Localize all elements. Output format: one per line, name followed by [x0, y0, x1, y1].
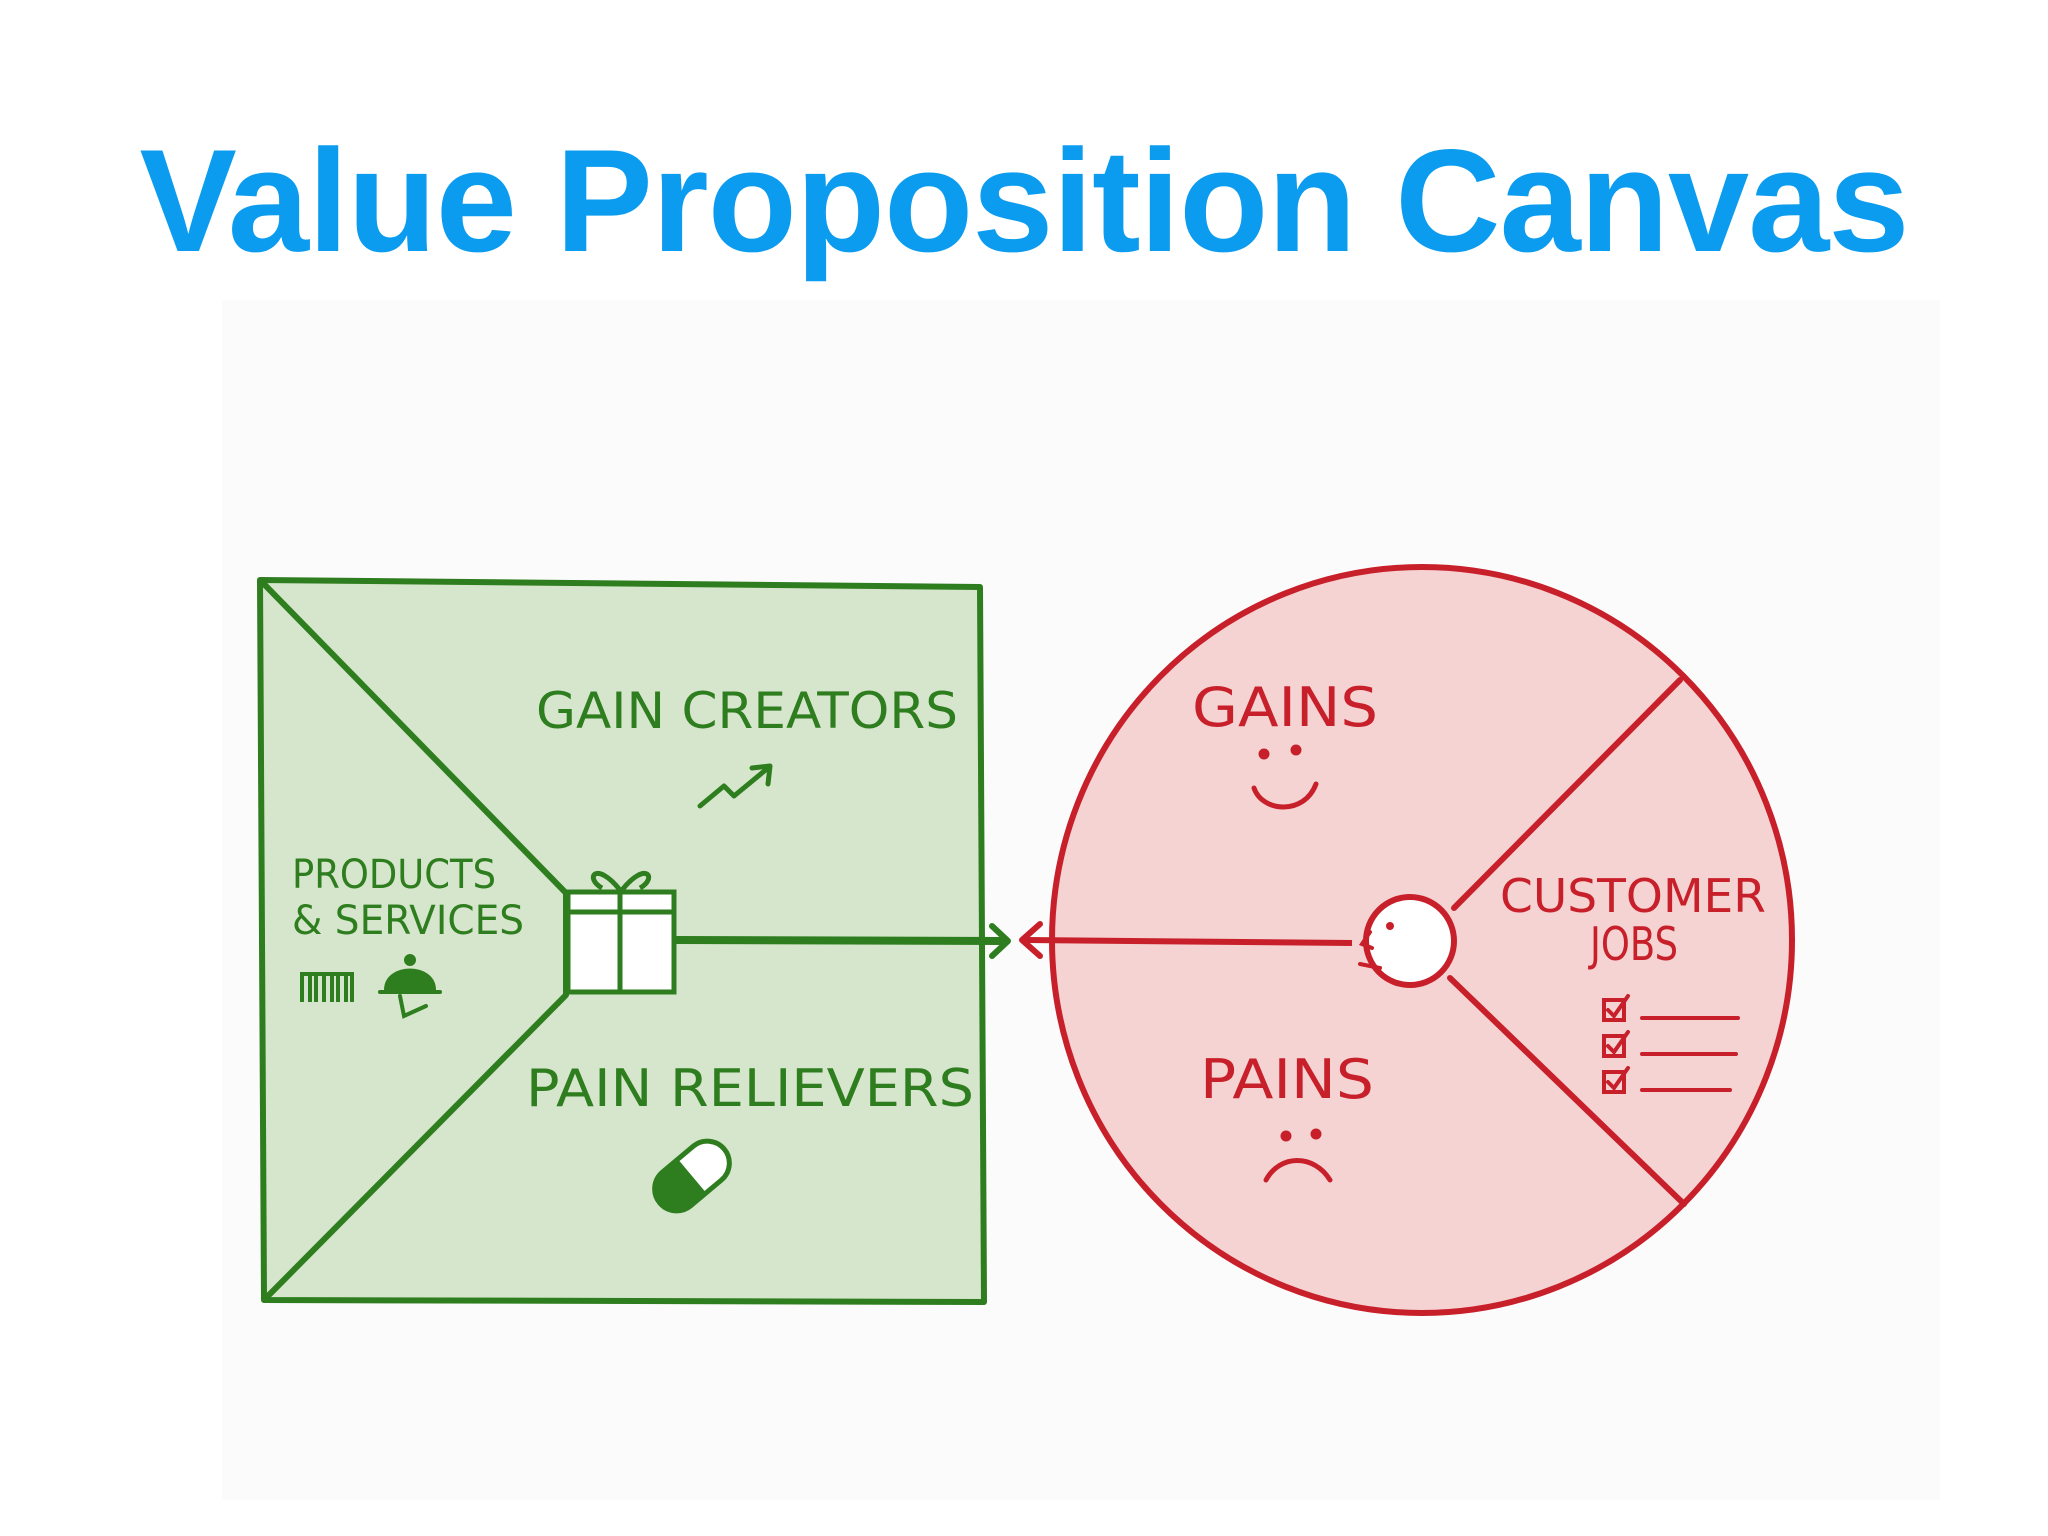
- checklist-icon: [1602, 994, 1740, 1094]
- sad-face-icon: [1263, 1128, 1333, 1183]
- smiley-face-icon: [1251, 744, 1319, 810]
- fit-arrow-head: [989, 923, 1011, 959]
- trend-arrow-icon: [697, 763, 773, 809]
- pains-label: PAINS: [1200, 1048, 1374, 1111]
- customer-jobs-label-line2: JOBS: [1588, 917, 1678, 971]
- customer-divider-lower: [1447, 975, 1687, 1207]
- pill-icon: [652, 1138, 732, 1214]
- pain-relievers-label: PAIN RELIEVERS: [526, 1059, 974, 1119]
- customer-head-icon: [1358, 894, 1457, 988]
- products-services-label-line1: PRODUCTS: [292, 852, 496, 898]
- customer-jobs-label-line1: CUSTOMER: [1500, 869, 1766, 923]
- service-bell-icon: [378, 954, 442, 1019]
- barcode-icon: [300, 972, 354, 1002]
- gift-icon: [565, 871, 677, 995]
- fit-arrow-line: [675, 936, 1005, 945]
- page-title: Value Proposition Canvas: [139, 119, 1909, 282]
- value-map-divider-top: [259, 579, 569, 896]
- value-map-divider-bottom: [263, 992, 569, 1301]
- gains-label: GAINS: [1192, 676, 1378, 739]
- customer-profile: GAINS PAINS CUSTOMER JOBS: [1019, 564, 1795, 1316]
- customer-divider-left: [1025, 937, 1353, 946]
- customer-divider-upper: [1451, 677, 1683, 911]
- products-services-label-line2: & SERVICES: [292, 898, 524, 944]
- gain-creators-label: GAIN CREATORS: [536, 682, 958, 740]
- customer-arrow-head: [1019, 921, 1043, 959]
- value-map: GAIN CREATORS PAIN RELIEVERS PRODUCTS & …: [257, 577, 1011, 1305]
